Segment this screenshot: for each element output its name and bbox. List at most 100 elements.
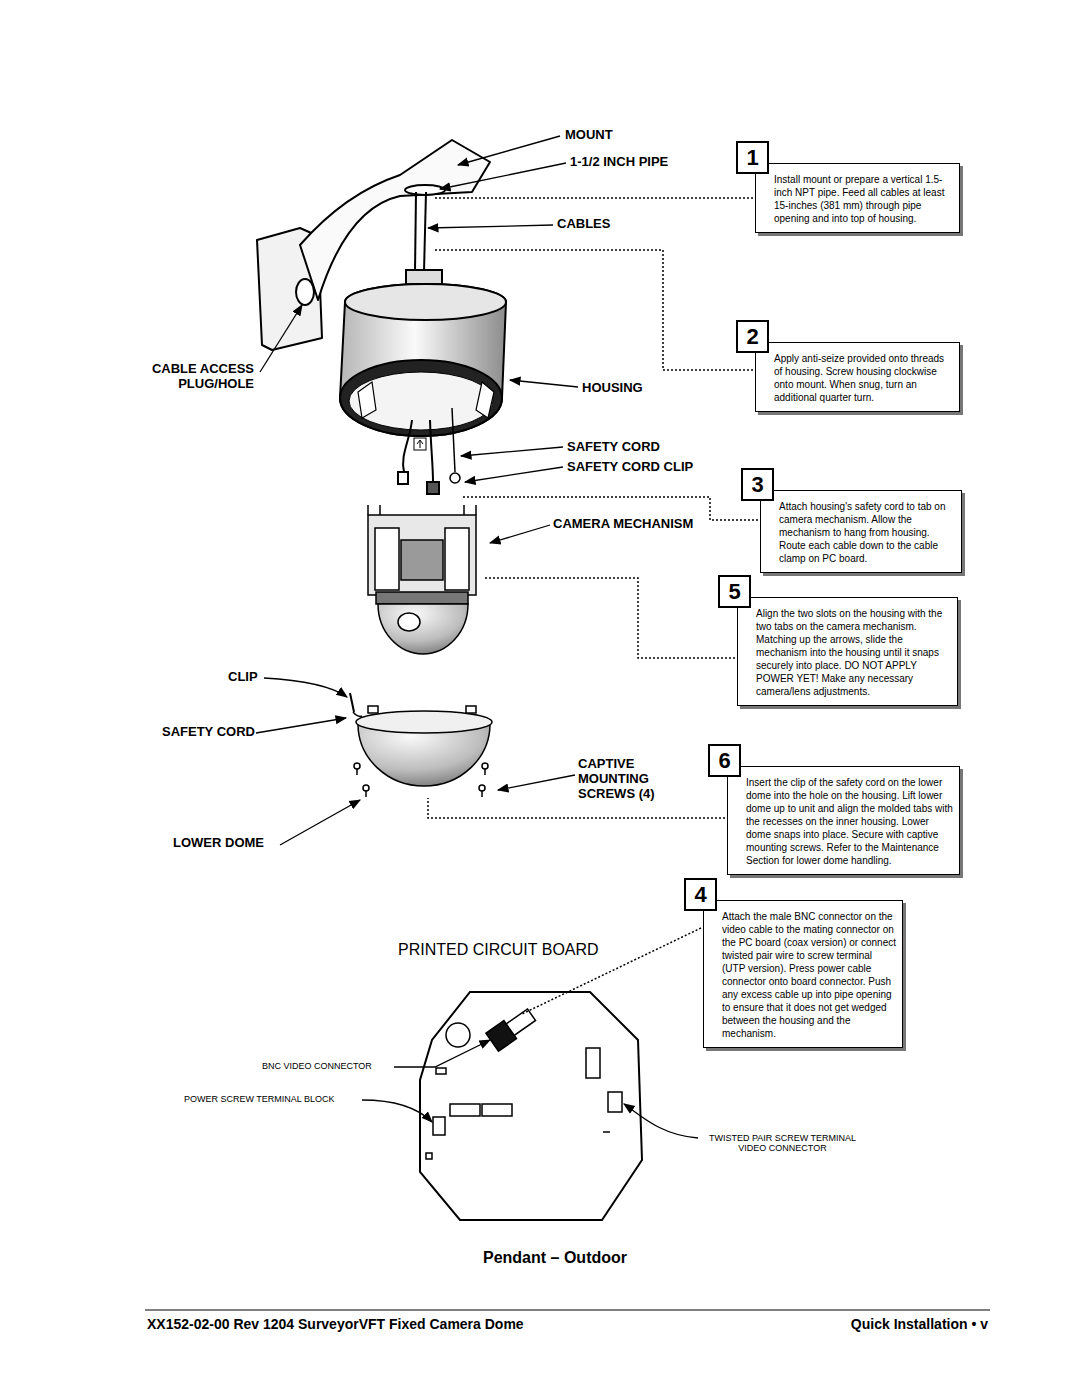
circuit-board: [420, 992, 642, 1220]
lower-dome: [368, 706, 378, 713]
lower-dome: [356, 711, 492, 733]
captive-screws: [356, 769, 358, 775]
hanging-cables: [430, 420, 433, 482]
leader-arrows: [458, 136, 560, 165]
part-label: SAFETY CORD CLIP: [567, 460, 693, 475]
circuit-board: [433, 1117, 445, 1135]
captive-screws: [479, 785, 485, 791]
captive-screws: [363, 785, 369, 791]
wall-mount: [296, 279, 314, 305]
hanging-cables: [427, 482, 439, 494]
part-label: CLIP: [228, 670, 258, 685]
part-label: MOUNT: [565, 128, 613, 143]
captive-screws: [482, 763, 488, 769]
leader-arrows: [280, 800, 360, 845]
component-label: TWISTED PAIR SCREW TERMINAL VIDEO CONNEC…: [700, 1133, 865, 1154]
leader-arrows: [624, 1104, 698, 1138]
camera-mechanism: [378, 604, 468, 654]
lower-dome: [350, 693, 492, 786]
step-box: 5Align the two slots on the housing with…: [737, 597, 958, 706]
part-label: SAFETY CORD: [567, 440, 660, 455]
circuit-board: [446, 1023, 470, 1047]
housing: [345, 284, 506, 320]
cables: [424, 192, 426, 272]
hanging-cables: [450, 473, 460, 483]
camera-mechanism: [368, 515, 476, 595]
circuit-board: [506, 1009, 535, 1035]
part-label: 1-1/2 INCH PIPE: [570, 155, 668, 170]
step-box: 2Apply anti-seize provided onto threads …: [755, 342, 960, 412]
leader-arrows: [461, 447, 563, 456]
step-instructions: Attach housing's safety cord to tab on c…: [761, 491, 961, 571]
leader-arrows: [510, 380, 578, 387]
housing: [349, 372, 493, 430]
lower-dome: [353, 712, 362, 716]
leader-arrows: [256, 718, 346, 733]
camera-mechanism: [376, 592, 468, 604]
part-label: CABLES: [557, 217, 610, 232]
housing: [414, 438, 426, 450]
leader-arrows: [362, 1100, 432, 1122]
part-label: CAMERA MECHANISM: [553, 517, 693, 532]
camera-mechanism: [368, 505, 476, 654]
camera-mechanism: [375, 528, 399, 590]
circuit-board: [608, 1092, 622, 1112]
captive-screws: [365, 791, 367, 797]
captive-screws: [484, 769, 486, 775]
part-label: CABLE ACCESS PLUG/HOLE: [140, 362, 254, 392]
circuit-board: [486, 1006, 538, 1052]
leader-arrows: [440, 163, 566, 189]
footer-text: Quick Installation • v: [740, 1316, 988, 1332]
part-label: LOWER DOME: [173, 836, 264, 851]
circuit-board: [450, 1104, 480, 1116]
part-label: HOUSING: [582, 381, 643, 396]
callout-number: 2: [736, 320, 769, 353]
part-label: CAPTIVE MOUNTING SCREWS (4): [578, 757, 670, 802]
callout-number: 5: [718, 575, 751, 608]
cables: [415, 192, 416, 272]
hanging-cables: [403, 420, 412, 472]
housing: [340, 270, 506, 450]
hanging-cables: [398, 408, 460, 494]
footer-text: XX152-02-00 Rev 1204 SurveyorVFT Fixed C…: [147, 1316, 524, 1332]
step-instructions: Apply anti-seize provided onto threads o…: [756, 343, 959, 410]
leader-arrows: [498, 775, 575, 790]
camera-mechanism: [368, 505, 476, 515]
step-instructions: Attach the male BNC connector on the vid…: [704, 901, 902, 1046]
step-instructions: Install mount or prepare a vertical 1.5-…: [756, 164, 959, 231]
cables: [415, 192, 426, 272]
step-leader-lines: [434, 197, 753, 199]
step-leader-lines: [522, 928, 701, 1014]
captive-screws: [481, 791, 483, 797]
leader-arrows: [394, 1040, 490, 1067]
leader-arrows: [428, 225, 553, 228]
leader-arrows: [260, 305, 302, 372]
captive-screws: [354, 763, 360, 769]
component-label: BNC VIDEO CONNECTOR: [262, 1061, 372, 1071]
hanging-cables: [452, 408, 455, 472]
housing: [417, 440, 423, 448]
hanging-cables: [398, 472, 408, 484]
circuit-board: [420, 992, 642, 1220]
step-leader-lines: [428, 198, 758, 1014]
figure-caption: Pendant – Outdoor: [405, 1249, 705, 1267]
lower-dome: [466, 706, 476, 713]
camera-mechanism: [398, 613, 420, 631]
leader-arrows: [490, 525, 550, 543]
housing: [358, 382, 376, 418]
circuit-board: [482, 1104, 512, 1116]
step-box: 4Attach the male BNC connector on the vi…: [703, 900, 903, 1048]
circuit-board: [436, 1068, 446, 1074]
footer-rule: [145, 1310, 990, 1311]
step-leader-lines: [485, 578, 735, 658]
leader-arrows: [256, 136, 698, 1138]
callout-number: 1: [736, 141, 769, 174]
camera-mechanism: [445, 528, 469, 590]
step-box: 6Insert the clip of the safety cord on t…: [727, 766, 960, 875]
camera-mechanism: [401, 540, 443, 580]
callout-number: 3: [741, 468, 774, 501]
housing: [476, 382, 494, 418]
leader-arrows: [465, 467, 563, 482]
step-leader-lines: [434, 250, 753, 370]
step-instructions: Align the two slots on the housing with …: [738, 598, 957, 704]
